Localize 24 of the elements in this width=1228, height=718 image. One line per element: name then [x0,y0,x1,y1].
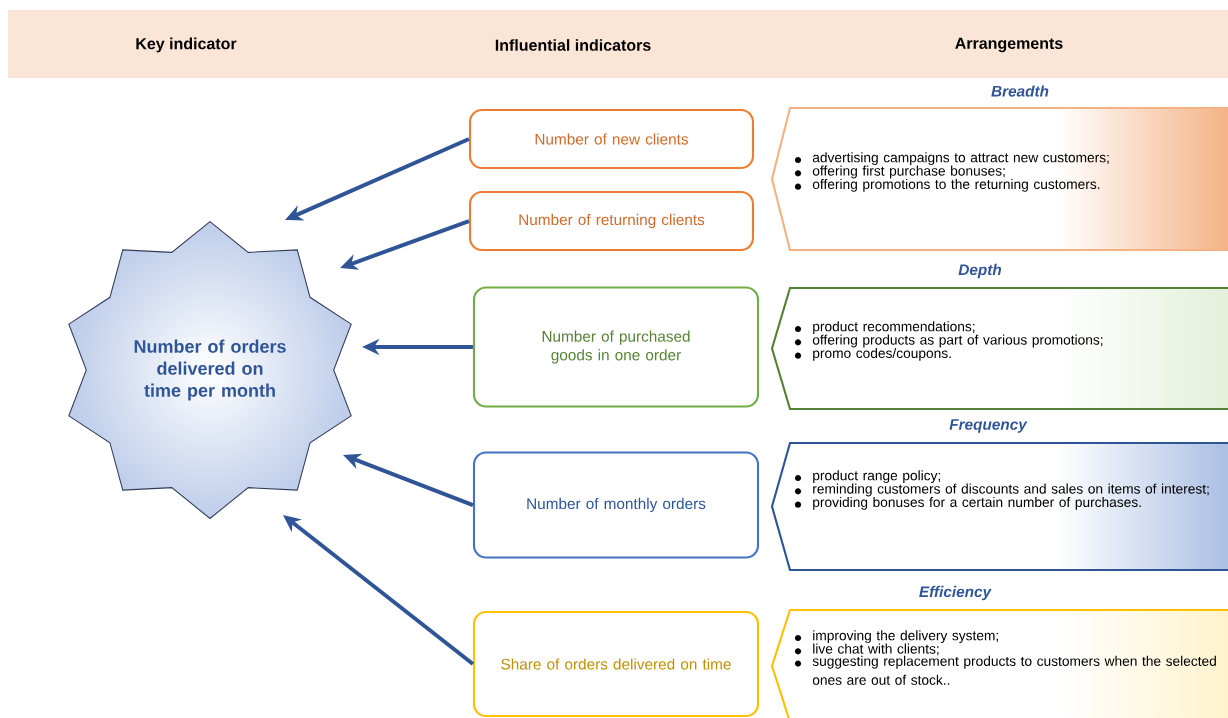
list-item: offering products as part of various promotions; [794,334,1103,348]
section-heading: Depth [958,263,1002,279]
indicator-box: Number of purchased goods in one order [472,286,760,408]
list-item: reminding customers of discounts and sales on items of interest; [794,483,1209,497]
list-item: suggesting replacement products to customers when the selected ones are out of stock.. [794,655,1216,685]
list-item: live chat with clients; [794,643,939,656]
section-heading: Frequency [949,419,1028,433]
list-item: promo codes/coupons. [794,347,951,361]
list-item: advertising campaigns to attract new customers; [794,152,1109,166]
list-item: improving the delivery system; [794,630,998,644]
column-heading: Influential indicators [495,39,651,51]
section-heading: Efficiency [919,585,992,601]
list-item: product range policy; [794,470,941,484]
section-heading: Breadth [991,85,1049,97]
indicator-box: Share of orders delivered on time [472,610,760,718]
list-item: product recommendations; [794,321,975,335]
indicator-box: Number of returning clients [468,190,755,252]
list-item: providing bonuses for a certain number of purchases. [794,496,1141,510]
list-item: offering promotions to the returning customers. [794,178,1100,192]
column-heading: Key indicator [136,37,237,53]
column-heading: Arrangements [955,37,1063,53]
list-item: offering first purchase bonuses; [794,165,1005,179]
indicator-box: Number of monthly orders [472,451,760,559]
indicator-box: Number of new clients [468,108,755,170]
